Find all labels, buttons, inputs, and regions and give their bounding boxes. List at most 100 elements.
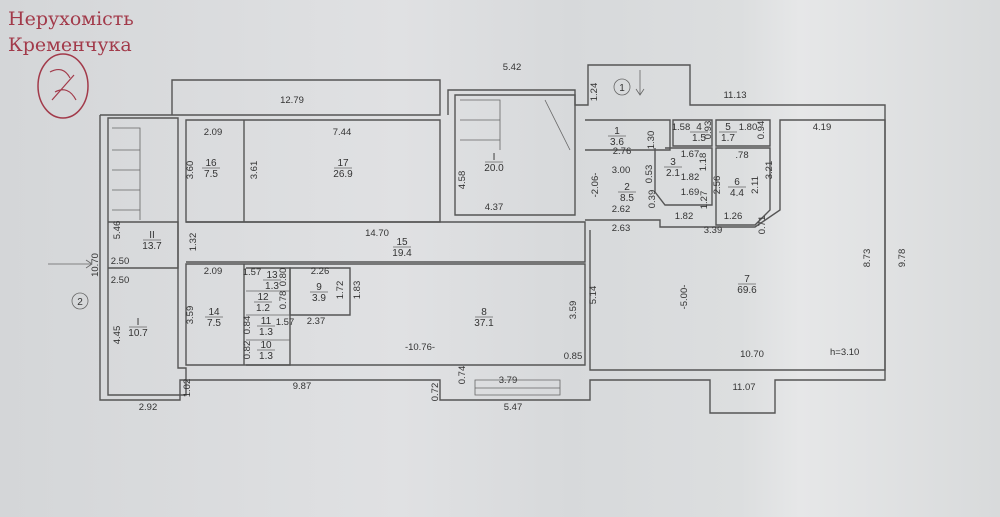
room-area: 10.7 (128, 328, 148, 339)
room-area: 69.6 (737, 285, 757, 296)
room-number: 17 (337, 158, 349, 169)
brand-line-2: Кременчука (8, 34, 132, 56)
dimension-label: 0.84 (242, 316, 253, 335)
dimension-label: 5.47 (504, 402, 523, 413)
dimension-label: 0.94 (756, 121, 767, 140)
dimension-label: 11.07 (732, 382, 755, 393)
room-area: 4.4 (730, 188, 744, 199)
dimension-label: 0.53 (644, 165, 655, 184)
dimension-label: -5.00- (679, 285, 690, 310)
dimension-label: 3.00 (612, 165, 631, 176)
room-area: 1.3 (265, 281, 279, 292)
dimension-label: 5.46 (112, 221, 123, 240)
room-area: 26.9 (333, 169, 353, 180)
marker-1: 1 (619, 83, 625, 94)
room-number: 14 (208, 307, 220, 318)
room-area: 1.5 (692, 133, 706, 144)
room-number: 13 (266, 270, 278, 281)
dimension-label: 12.79 (280, 95, 304, 106)
room-number: 8 (481, 307, 487, 318)
dimension-label: 1.02 (182, 379, 193, 398)
room-number: 11 (261, 316, 272, 327)
dimension-label: 0.71 (757, 216, 768, 235)
room-number: 9 (316, 282, 322, 293)
dimension-label: 1.32 (188, 233, 199, 252)
room-area: 13.7 (142, 241, 162, 252)
room-number: 1 (614, 126, 620, 137)
room-number: II (149, 230, 155, 241)
dimension-label: 0.78 (278, 291, 289, 310)
dimension-label: -10.76- (405, 342, 435, 353)
dimension-label: 1.57 (243, 267, 262, 278)
dimension-label: 2.76 (613, 146, 632, 157)
room-number: 15 (396, 237, 408, 248)
room-number: 6 (734, 177, 740, 188)
dimension-label: 2.37 (307, 316, 326, 327)
room-area: 1.3 (259, 351, 273, 362)
dimension-label: 0.39 (647, 190, 658, 209)
room-number: 5 (725, 122, 731, 133)
dimension-label: 0.80 (278, 268, 289, 287)
dimension-label: 2.92 (139, 402, 158, 413)
dimension-label: 0.72 (430, 383, 441, 402)
dimension-label: 3.59 (185, 306, 196, 325)
dimension-label: 1.69 (681, 187, 700, 198)
dimension-label: 10.70 (90, 253, 101, 277)
dimension-label: 9.87 (293, 381, 312, 392)
dimension-label: 2.26 (311, 266, 330, 277)
dimension-label: 1.58 (672, 122, 691, 133)
room-number: 12 (257, 292, 269, 303)
room-area: 3.9 (312, 293, 326, 304)
brand: Нерухомість Кременчука (8, 6, 134, 58)
dimension-label: 1.82 (675, 211, 694, 222)
room-area: 20.0 (484, 163, 504, 174)
dimension-label: 11.13 (723, 90, 746, 101)
dimension-label: 10.70 (740, 349, 764, 360)
dimension-label: 3.59 (568, 301, 579, 320)
room-number: 3 (670, 157, 676, 168)
dimension-label: 1.27 (699, 191, 710, 210)
dimension-label: 3.61 (249, 161, 260, 180)
logo-icon (37, 53, 89, 119)
dimension-label: 2.50 (111, 275, 130, 286)
dimension-label: 14.70 (365, 228, 389, 239)
brand-line-1: Нерухомість (8, 8, 134, 30)
room-area: 7.5 (207, 318, 221, 329)
room-number: 7 (744, 274, 750, 285)
room-number: I (493, 152, 496, 163)
dimension-label: 1.82 (681, 172, 700, 183)
dimension-label: 4.19 (813, 122, 832, 133)
room-area: 7.5 (204, 169, 218, 180)
dimension-label: 2.50 (111, 256, 130, 267)
room-area: 2.1 (666, 168, 680, 179)
room-number: 16 (205, 158, 217, 169)
dimension-label: 7.44 (333, 127, 352, 138)
room-area: 3.6 (610, 137, 624, 148)
dimension-label: .78 (735, 150, 748, 161)
room-number: 4 (696, 122, 702, 133)
dimension-label: 9.78 (897, 249, 908, 268)
dimension-label: 1.83 (352, 281, 363, 300)
walls (99, 64, 886, 414)
dimension-label: 0.93 (703, 121, 714, 140)
dimension-label: 0.82 (242, 341, 253, 360)
room-area: 1.3 (259, 327, 273, 338)
room-area: 19.4 (392, 248, 412, 259)
dimension-label: 3.79 (499, 375, 518, 386)
dimension-label: 1.18 (698, 153, 709, 172)
dimension-label: 5.14 (588, 286, 599, 305)
room-number: I (137, 317, 140, 328)
room-number: 10 (260, 340, 272, 351)
dimension-label: -2.06- (590, 173, 601, 198)
dimension-label: 4.45 (112, 326, 123, 345)
room-number: 2 (624, 182, 630, 193)
room-area: 1.7 (721, 133, 735, 144)
dimension-label: 1.30 (646, 131, 657, 150)
dimension-label: 1.80 (739, 122, 758, 133)
dimension-label: 2.09 (204, 127, 223, 138)
dimension-label: 3.60 (185, 161, 196, 180)
